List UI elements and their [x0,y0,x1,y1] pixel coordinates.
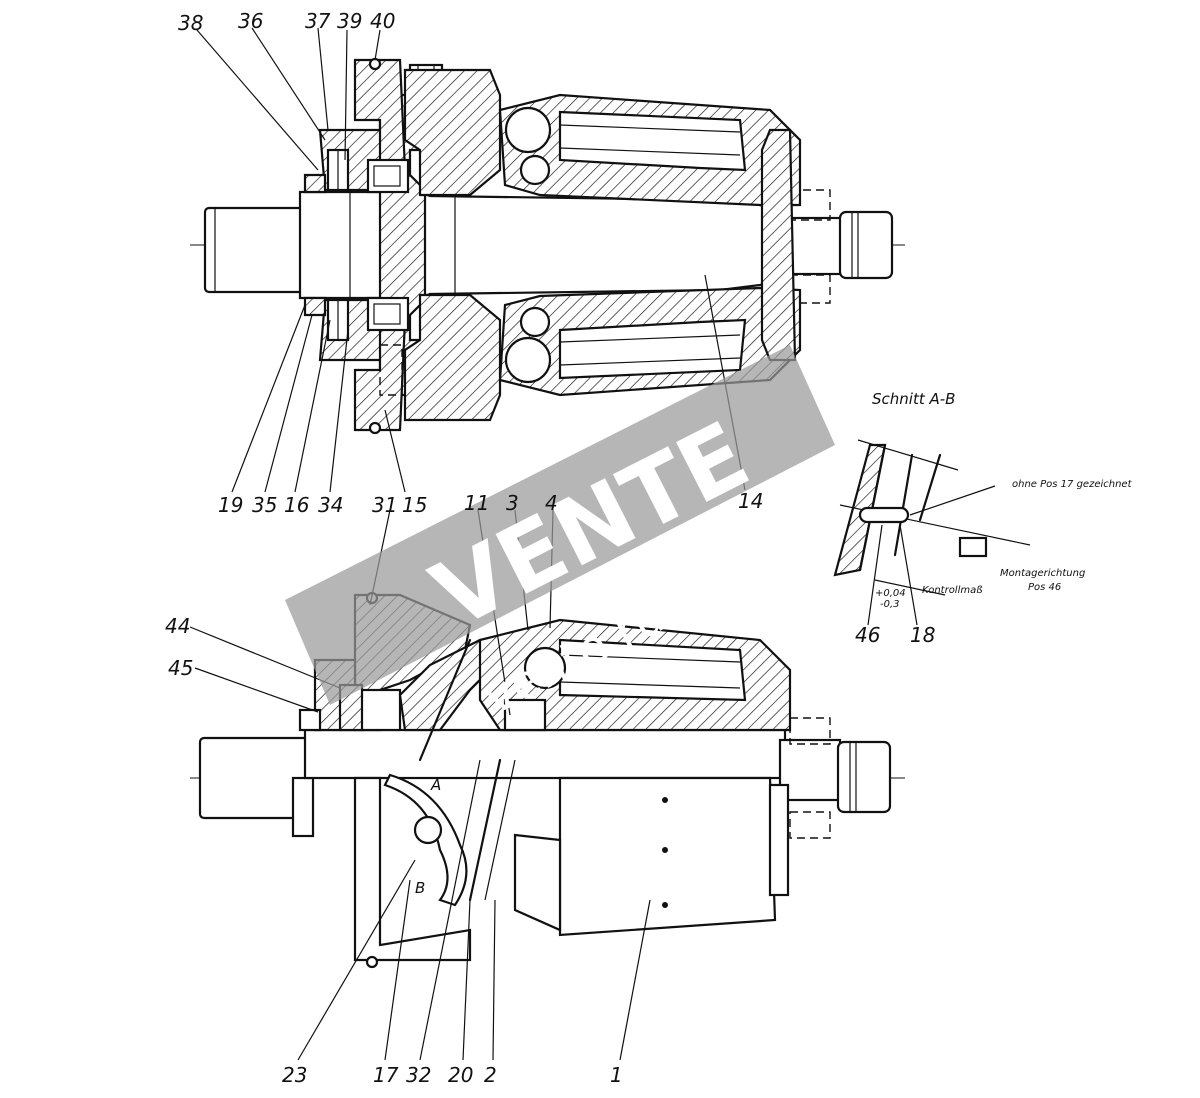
callout-35: 35 [252,493,277,517]
callout-15: 15 [402,493,427,517]
callout-1: 1 [610,1063,623,1087]
callout-17: 17 [373,1063,399,1087]
drive-shaft [298,190,792,300]
callout-31: 31 [372,493,397,517]
roller-bearing-upper [366,158,410,194]
note-drawn-without: ohne Pos 17 gezeichnet [1012,479,1133,490]
section-mark-a: A [430,776,441,794]
yoke-pin [413,815,443,845]
callout-23: 23 [282,1063,307,1087]
section-mark-b: B [415,879,425,897]
tolerance-upper: +0,04 [875,588,906,599]
callout-4: 4 [545,491,558,515]
callout-36: 36 [238,9,263,33]
callout-14: 14 [738,489,763,513]
piston-upper [558,110,747,172]
callout-39: 39 [337,9,362,33]
callout-46: 46 [855,623,880,647]
callout-3: 3 [506,491,519,515]
drive-shaft-end [203,206,307,294]
callout-45: 45 [168,656,193,680]
section-title: Schnitt A-B [872,390,955,408]
tolerance-lower: -0,3 [880,599,900,610]
housing-upper [403,68,502,197]
note-control-dimension: Kontrollmaß [922,585,983,596]
callout-18: 18 [910,623,935,647]
callout-34: 34 [318,493,343,517]
pin-mount-direction [958,536,988,558]
bottom-section-view [190,591,905,969]
callout-20: 20 [448,1063,473,1087]
note-mount-direction: Montagerichtung [1000,568,1085,579]
top-section-view [190,57,905,435]
housing-lower [403,293,502,422]
section-a-b-detail [833,439,1031,596]
callout-32: 32 [406,1063,431,1087]
callout-2: 2 [484,1063,497,1087]
callout-19: 19 [218,493,243,517]
callout-16: 16 [284,493,309,517]
section-a-b-text: Schnitt A-B ohne Pos 17 gezeichnet Monta… [855,390,1133,647]
callout-44: 44 [165,614,190,638]
roller-bearing-lower [366,296,410,332]
callout-40: 40 [370,9,395,33]
pin-46 [858,506,910,524]
drive-shaft-lower [303,728,787,780]
piston-ball-lower [504,336,552,384]
callout-labels: 38 36 37 39 40 19 35 16 34 31 15 11 3 4 … [165,9,763,1087]
callout-38: 38 [178,11,203,35]
callout-37: 37 [305,9,331,33]
piston-ball-upper [504,106,552,154]
note-mount-pos: Pos 46 [1028,582,1061,593]
callout-11: 11 [464,491,489,515]
piston-lower [558,318,747,380]
roller-bearing-lower-view [358,688,402,732]
valve-plate [760,128,797,362]
